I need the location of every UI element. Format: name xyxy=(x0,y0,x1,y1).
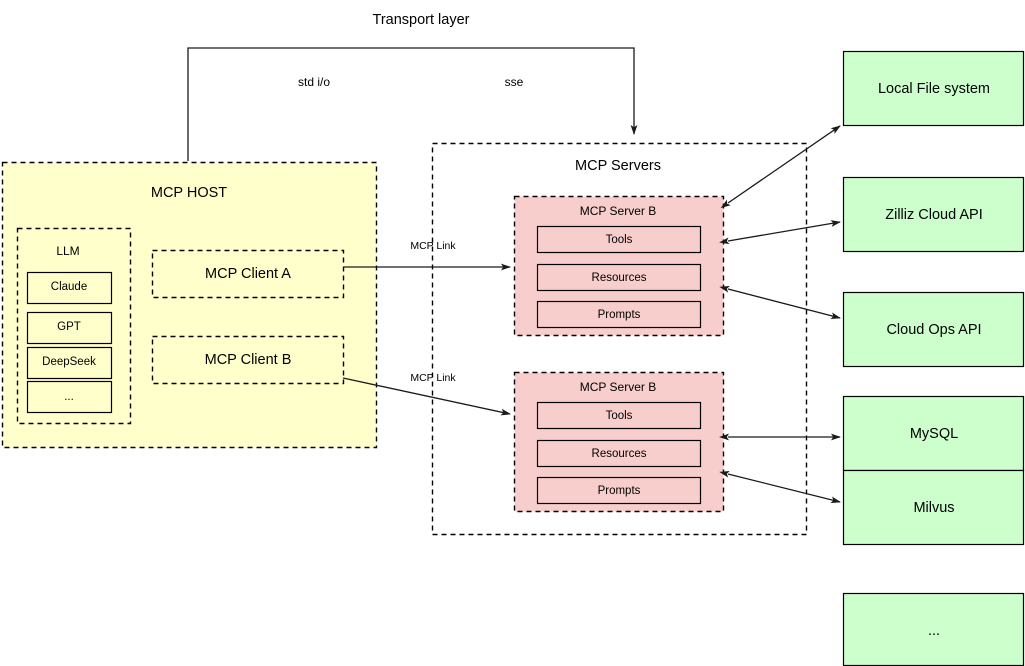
mcp-server-2-title: MCP Server B xyxy=(580,380,656,394)
backend-label-zilliz-cloud-api: Zilliz Cloud API xyxy=(885,207,983,223)
mcp-server-1-capability-resources[interactable] xyxy=(536,263,702,292)
mcp-server-2-capability-prompts-label: Prompts xyxy=(598,485,641,497)
llm-model-label-claude: Claude xyxy=(51,281,87,293)
backend-box-zilliz-cloud-api[interactable] xyxy=(842,176,1025,253)
mcp-servers-container xyxy=(431,142,808,536)
backend-label-cloud-ops-api: Cloud Ops API xyxy=(886,322,981,338)
mcp-client-a-box[interactable] xyxy=(151,249,345,299)
llm-container xyxy=(16,227,132,425)
mcp-server-2-capability-resources-label: Resources xyxy=(592,448,647,460)
mcp-host-container xyxy=(1,161,378,449)
mcp-server-1-capability-prompts-label: Prompts xyxy=(598,309,641,321)
mcp-link-a-label: MCP Link xyxy=(410,240,456,252)
mcp-client-a-label: MCP Client A xyxy=(205,266,291,282)
backend-label-mysql: MySQL xyxy=(910,426,958,442)
mcp-server-2-capability-prompts[interactable] xyxy=(536,476,702,505)
mcp-server-2-capability-tools[interactable] xyxy=(536,401,702,430)
backend-box-mysql[interactable] xyxy=(842,395,1025,472)
server-1-to-zilliz-cloud-api-connector xyxy=(719,220,841,245)
mcp-link-b-connector xyxy=(342,377,511,416)
llm-model-label-other: ... xyxy=(64,391,74,403)
backend-label-local-file-system: Local File system xyxy=(878,81,990,97)
server-1-to-local-file-system-connector xyxy=(720,125,841,209)
backend-box-other[interactable] xyxy=(842,592,1025,666)
llm-model-box-gpt[interactable] xyxy=(26,311,113,345)
mcp-server-1-title: MCP Server B xyxy=(580,204,656,218)
backend-box-cloud-ops-api[interactable] xyxy=(842,291,1025,368)
backend-box-milvus[interactable] xyxy=(842,469,1025,546)
server-1-to-cloud-ops-api-connector xyxy=(719,285,841,320)
mcp-servers-title: MCP Servers xyxy=(575,158,661,174)
transport-layer-title: Transport layer xyxy=(373,12,470,28)
llm-model-box-deepseek[interactable] xyxy=(26,346,113,380)
mcp-client-b-box[interactable] xyxy=(151,335,345,385)
sse-label: sse xyxy=(505,75,524,89)
mcp-server-2-capability-resources[interactable] xyxy=(536,439,702,468)
mcp-server-2-capability-tools-label: Tools xyxy=(606,410,633,422)
mcp-server-1-capability-prompts[interactable] xyxy=(536,300,702,329)
mcp-server-1-capability-tools-label: Tools xyxy=(606,234,633,246)
mcp-client-b-label: MCP Client B xyxy=(205,352,292,368)
mcp-server-1-capability-tools[interactable] xyxy=(536,225,702,254)
mcp-host-title: MCP HOST xyxy=(151,185,227,201)
llm-model-label-gpt: GPT xyxy=(57,321,81,333)
transport-bracket-connector xyxy=(187,47,638,161)
backend-box-local-file-system[interactable] xyxy=(842,50,1025,127)
llm-title: LLM xyxy=(56,244,79,258)
backend-label-milvus: Milvus xyxy=(913,500,954,516)
backend-label-other: ... xyxy=(928,623,940,639)
llm-model-box-claude[interactable] xyxy=(26,271,113,305)
mcp-link-b-label: MCP Link xyxy=(410,372,456,384)
llm-model-box-other[interactable] xyxy=(26,380,113,414)
llm-model-label-deepseek: DeepSeek xyxy=(42,356,96,368)
mcp-server-1-capability-resources-label: Resources xyxy=(592,272,647,284)
stdio-label: std i/o xyxy=(298,75,330,89)
server-2-to-milvus-connector xyxy=(719,470,841,504)
